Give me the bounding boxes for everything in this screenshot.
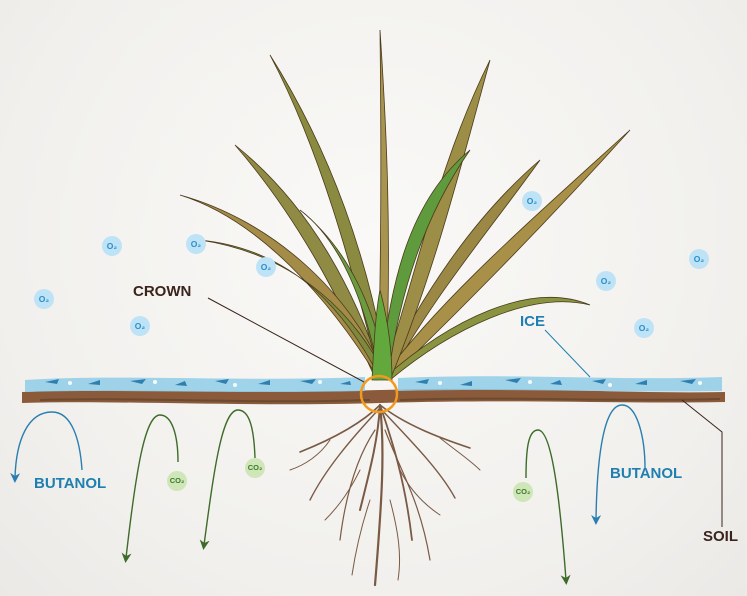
soil-leader-line (682, 400, 722, 527)
butanol-arrow-left (15, 412, 82, 478)
o2-bubble: O₂ (186, 234, 206, 254)
butanol-arrow-right (596, 405, 645, 520)
butanol-arrows (15, 405, 645, 520)
soil-label: SOIL (703, 529, 738, 544)
co2-arrow-3 (526, 430, 566, 580)
o2-bubble: O₂ (689, 249, 709, 269)
o2-bubble: O₂ (102, 236, 122, 256)
co2-bubble: CO₂ (167, 471, 187, 491)
co2-bubble: CO₂ (245, 458, 265, 478)
ice-label: ICE (520, 314, 545, 329)
o2-bubble: O₂ (256, 257, 276, 277)
plant-illustration-icon (180, 30, 630, 380)
co2-bubble: CO₂ (513, 482, 533, 502)
o2-bubble: O₂ (34, 289, 54, 309)
butanol-label-left: BUTANOL (34, 476, 106, 491)
crown-label: CROWN (133, 284, 191, 299)
co2-arrow-2 (204, 410, 255, 545)
o2-bubble: O₂ (596, 271, 616, 291)
butanol-label-right: BUTANOL (610, 466, 682, 481)
o2-bubble: O₂ (522, 191, 542, 211)
o2-bubble: O₂ (130, 316, 150, 336)
ice-leader-line (545, 330, 590, 377)
o2-bubble: O₂ (634, 318, 654, 338)
root-system-icon (290, 405, 480, 585)
